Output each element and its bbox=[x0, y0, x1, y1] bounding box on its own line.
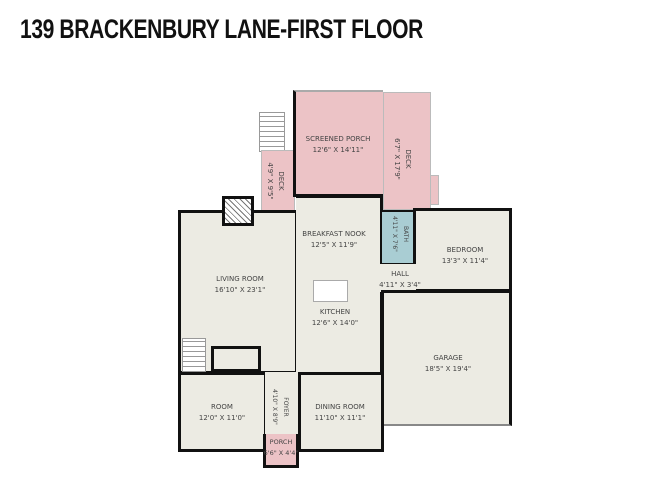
dining-room bbox=[298, 372, 384, 452]
closet bbox=[211, 346, 261, 372]
screened-porch bbox=[293, 90, 383, 197]
hall bbox=[380, 264, 416, 292]
right-deck bbox=[383, 92, 431, 210]
room bbox=[178, 372, 267, 452]
garage bbox=[381, 290, 512, 426]
deck-stairs bbox=[259, 112, 285, 152]
foyer bbox=[265, 372, 301, 436]
page-title: 139 BRACKENBURY LANE-FIRST FLOOR bbox=[20, 14, 423, 44]
fireplace bbox=[222, 196, 254, 226]
kitchen-island bbox=[313, 280, 348, 302]
deck-steps bbox=[430, 175, 439, 205]
front-porch bbox=[263, 434, 299, 468]
interior-stairs bbox=[182, 338, 206, 372]
left-deck bbox=[261, 150, 295, 212]
